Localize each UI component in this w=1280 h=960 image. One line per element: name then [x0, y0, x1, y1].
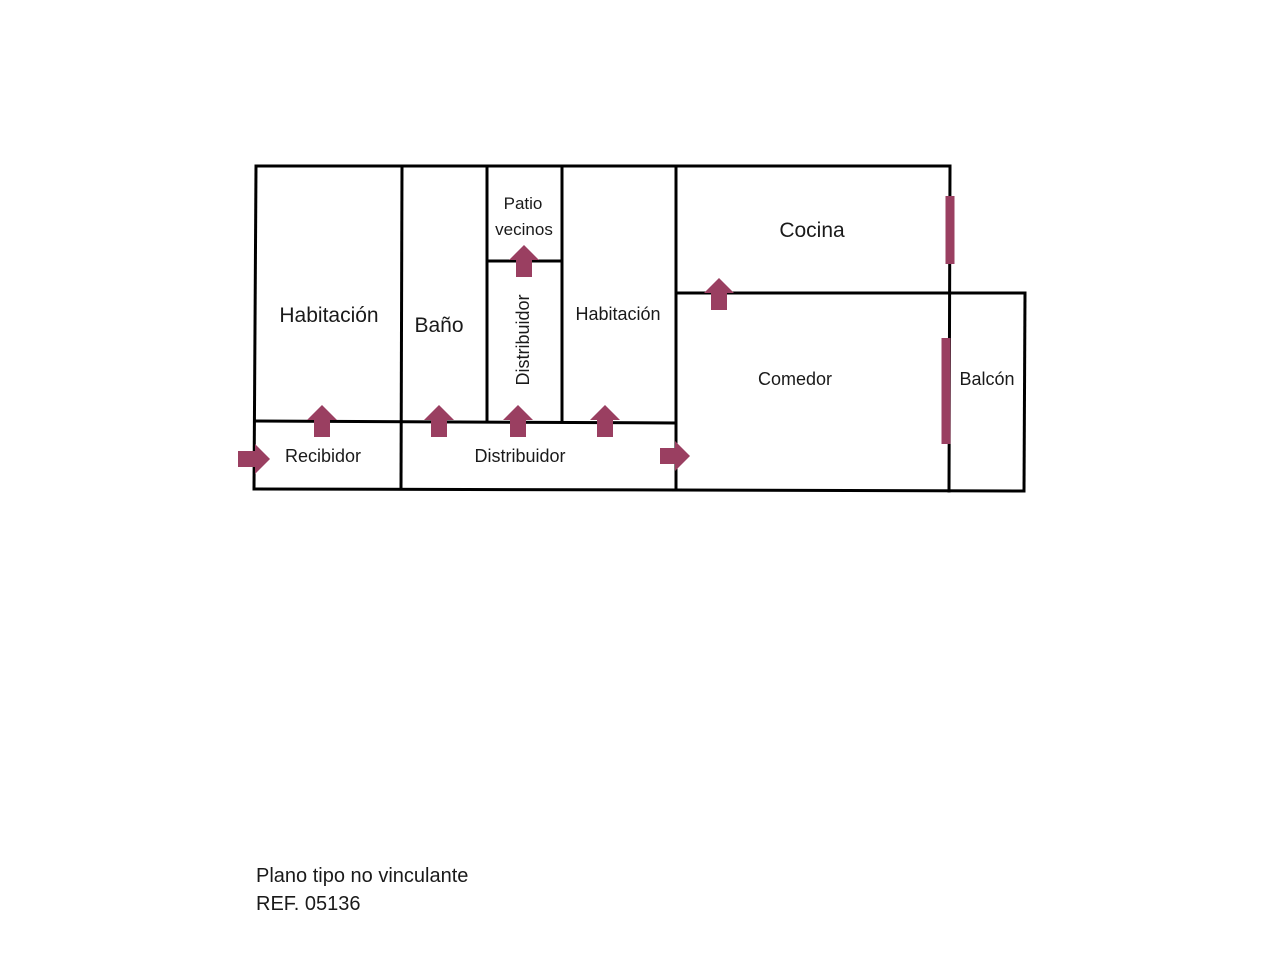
room-label-distribuidor-pasillo: Distribuidor: [474, 446, 565, 466]
door-arrow-icon: [503, 405, 533, 437]
room-labels: Habitación Baño Patio vecinos Distribuid…: [279, 194, 1014, 466]
room-label-patio-line2: vecinos: [495, 220, 553, 239]
room-label-patio-line1: Patio: [504, 194, 543, 213]
room-label-habitacion-2: Habitación: [575, 304, 660, 324]
room-label-balcon: Balcón: [959, 369, 1014, 389]
reference-number: REF. 05136: [256, 893, 361, 915]
plan-footer: Plano tipo no vinculante REF. 05136: [256, 862, 468, 918]
door-arrow-icon: [704, 278, 734, 310]
walls: [252, 164, 1027, 493]
room-label-bano: Baño: [414, 314, 463, 337]
room-label-comedor: Comedor: [758, 369, 832, 389]
door-arrow-icon: [660, 441, 690, 471]
windows: [941, 196, 955, 444]
wall-habitacion-bano: [399, 164, 404, 491]
wall-bottom-left: [252, 487, 678, 492]
wall-left: [252, 164, 258, 491]
wall-bottom-right: [674, 488, 1023, 493]
room-label-recibidor: Recibidor: [285, 446, 361, 466]
room-label-habitacion-1: Habitación: [279, 304, 378, 327]
room-label-distribuidor-vertical: Distribuidor: [513, 294, 533, 385]
door-arrow-icon: [509, 245, 539, 277]
door-arrow-icon: [307, 405, 337, 437]
door-arrows: [238, 245, 734, 474]
room-label-cocina: Cocina: [779, 219, 845, 242]
wall-balcon-right: [1022, 291, 1027, 493]
door-arrow-icon: [424, 405, 454, 437]
door-arrow-icon: [238, 444, 270, 474]
door-arrow-icon: [590, 405, 620, 437]
disclaimer-text: Plano tipo no vinculante: [256, 865, 469, 887]
